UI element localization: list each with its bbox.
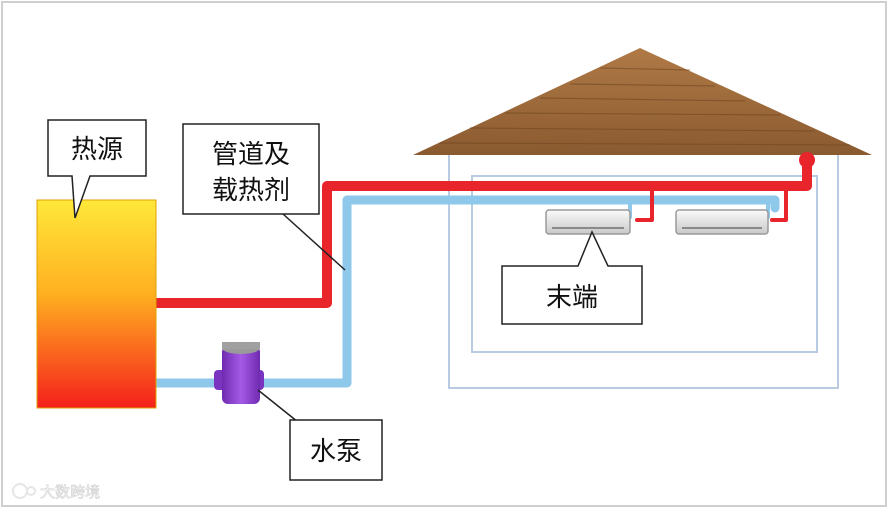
hot-pipe-branch-1: [635, 184, 654, 222]
heat-source-label: 热源: [71, 135, 123, 165]
heat-source-block: [36, 199, 157, 409]
pump-callout: 水泵: [257, 389, 383, 481]
pipe-label-line2: 载热剂: [212, 176, 290, 206]
pipe-label-line1: 管道及: [212, 140, 290, 170]
terminal-unit-2: [675, 209, 769, 235]
terminal-unit-1: [545, 209, 631, 235]
pipe-callout: 管道及 载热剂: [182, 123, 346, 271]
hot-pipe-elbow: [799, 152, 815, 168]
terminal-callout: 末端: [501, 230, 643, 325]
roof-texture: [439, 67, 851, 146]
cold-pipe-main: [151, 195, 780, 388]
roof: [413, 48, 872, 155]
pipes: [151, 157, 812, 388]
pump-label: 水泵: [310, 437, 362, 467]
hot-pipe-branch-2: [770, 184, 788, 222]
pump: [214, 342, 264, 404]
watermark: 大数跨境: [12, 483, 100, 501]
terminal-label: 末端: [546, 283, 598, 313]
heat-source-callout: 热源: [47, 119, 147, 219]
watermark-text: 大数跨境: [40, 483, 100, 501]
watermark-logo-icon: [12, 483, 36, 499]
house-inner-wall: [471, 175, 818, 353]
hot-pipe-main: [151, 157, 812, 308]
